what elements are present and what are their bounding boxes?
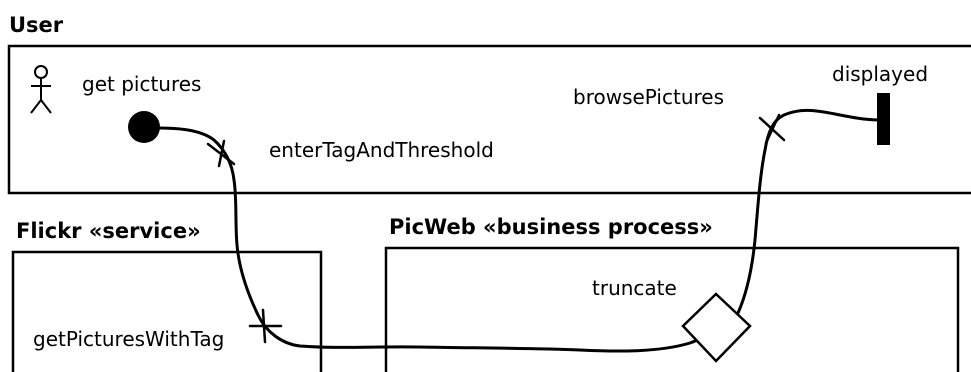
label-get-pictures-with-tag: getPicturesWithTag xyxy=(33,327,224,351)
lane-box-picweb xyxy=(384,246,960,372)
initial-node xyxy=(128,111,160,143)
final-bar-icon xyxy=(877,93,890,145)
flow-path-request xyxy=(156,126,714,353)
decision-diamond-icon xyxy=(681,292,752,363)
lane-title-flickr: Flickr «service» xyxy=(16,219,201,243)
lane-box-flickr xyxy=(11,250,323,372)
pin-browse-pictures-icon xyxy=(758,113,786,145)
actor-icon xyxy=(30,65,52,114)
label-get-pictures: get pictures xyxy=(82,72,201,96)
label-truncate: truncate xyxy=(592,276,677,300)
label-displayed: displayed xyxy=(832,62,928,86)
lane-title-picweb: PicWeb «business process» xyxy=(389,215,713,239)
flow-path-return xyxy=(736,108,882,315)
label-enter-tag-and-threshold: enterTagAndThreshold xyxy=(269,138,494,162)
label-browse-pictures: browsePictures xyxy=(573,85,724,109)
lane-title-user: User xyxy=(9,13,64,37)
lane-box-user xyxy=(7,44,971,195)
pin-enter-tag-icon xyxy=(206,139,236,168)
pin-get-pictures-with-tag-icon xyxy=(248,308,283,344)
